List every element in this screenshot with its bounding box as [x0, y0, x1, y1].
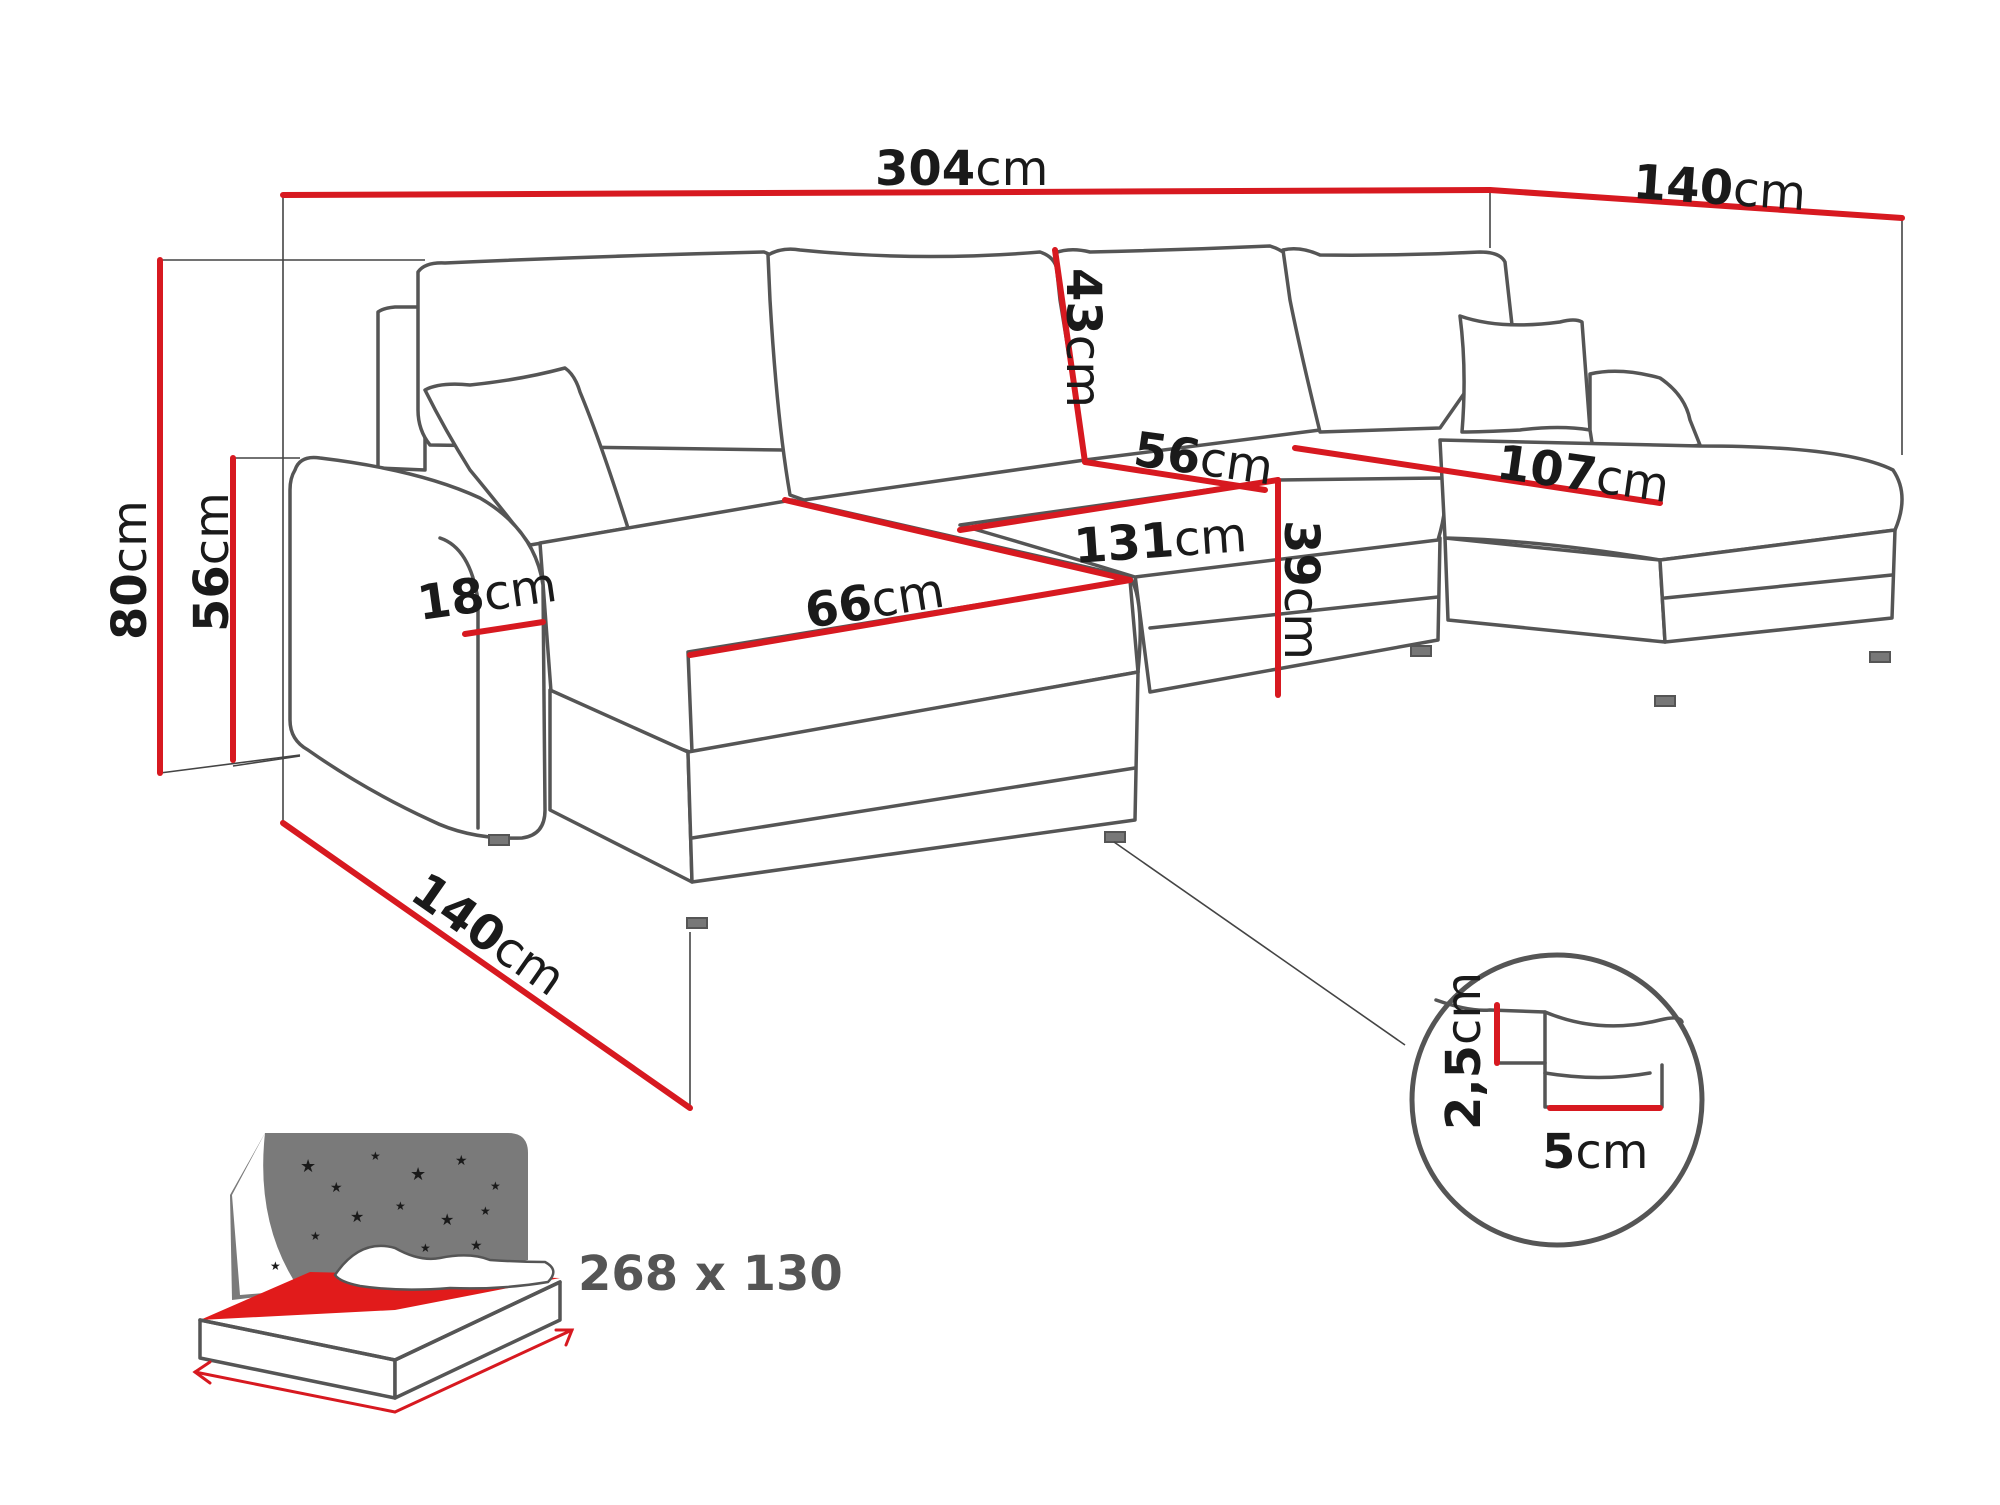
- stars-icon: ★ ★ ★ ★ ★ ★ ★ ★ ★ ★ ★ ★ ★ ★: [270, 1149, 501, 1273]
- leg: [1654, 695, 1676, 707]
- moon-icon: [232, 1133, 300, 1295]
- dim-line-107: [1292, 445, 1663, 506]
- bed-front: [198, 1318, 397, 1400]
- label-left-seat-depth: 66cm: [801, 563, 948, 640]
- svg-text:★: ★: [270, 1259, 281, 1273]
- detail-sofa-bottom: [1434, 998, 1684, 1028]
- detail-leg-curve: [1543, 1071, 1652, 1080]
- label-seat-height: 56cm: [184, 492, 240, 632]
- label-middle-seat-depth: 56cm: [1130, 421, 1276, 496]
- detail-leader-line: [1113, 841, 1406, 1046]
- label-leg-height: 2,5cm: [1436, 972, 1492, 1130]
- svg-text:★: ★: [490, 1179, 501, 1193]
- dimension-labels: 304cm 140cm 80cm 56cm 43cm 56cm 131cm 39…: [102, 141, 1808, 1007]
- leg-detail: 2,5cm 5cm: [1409, 952, 1705, 1248]
- left-armrest: [288, 455, 547, 840]
- dim-line-66: [687, 577, 1133, 658]
- label-armrest-width: 18cm: [414, 557, 560, 632]
- right-chaise-seat: [1438, 438, 1904, 562]
- leg: [1869, 651, 1891, 663]
- svg-text:★: ★: [470, 1238, 483, 1254]
- label-total-width: 304cm: [875, 141, 1048, 197]
- label-total-height: 80cm: [102, 500, 158, 640]
- svg-text:★: ★: [420, 1241, 431, 1255]
- dim-line-140-right: [1487, 187, 1905, 221]
- back-cushion-4: [1281, 247, 1514, 434]
- dim-line-43: [1052, 247, 1088, 465]
- back-cushion-2: [766, 247, 1087, 502]
- svg-text:★: ★: [300, 1156, 316, 1177]
- middle-base-seam: [1148, 595, 1440, 630]
- bed-icon: ★ ★ ★ ★ ★ ★ ★ ★ ★ ★ ★ ★ ★ ★ 268 x 130: [192, 1133, 843, 1414]
- left-chaise-seam: [690, 766, 1137, 840]
- right-chaise-arm: [1588, 369, 1702, 464]
- svg-text:★: ★: [350, 1207, 364, 1226]
- pillows-icon: [333, 1244, 555, 1291]
- svg-text:★: ★: [410, 1164, 426, 1185]
- label-middle-base-height: 39cm: [1273, 520, 1329, 660]
- double-arrow-icon: [192, 1328, 575, 1414]
- dim-line-18: [462, 619, 546, 637]
- svg-text:★: ★: [455, 1153, 468, 1169]
- sofa-drawing: [288, 244, 1904, 929]
- right-chaise-seam: [1663, 573, 1894, 600]
- label-backrest-height: 43cm: [1055, 268, 1111, 408]
- extension-lines: [159, 190, 1903, 1108]
- svg-text:★: ★: [440, 1210, 454, 1229]
- label-left-depth: 140cm: [401, 862, 575, 1007]
- right-throw-pillow: [1458, 314, 1592, 434]
- left-throw-pillow: [423, 366, 630, 547]
- leg: [1104, 831, 1126, 843]
- label-right-depth: 140cm: [1631, 154, 1808, 222]
- svg-text:★: ★: [395, 1199, 406, 1213]
- dimension-lines: [157, 187, 1905, 1111]
- label-right-seat-depth: 107cm: [1493, 434, 1672, 514]
- svg-text:★: ★: [370, 1149, 381, 1163]
- svg-text:★: ★: [480, 1204, 491, 1218]
- label-leg-width: 5cm: [1542, 1124, 1649, 1180]
- leg: [488, 834, 510, 846]
- dim-line-140-left: [280, 820, 693, 1111]
- svg-text:★: ★: [310, 1229, 321, 1243]
- leg: [686, 917, 708, 929]
- dim-line-304: [280, 187, 1493, 198]
- dim-line-131: [957, 477, 1281, 533]
- svg-text:★: ★: [330, 1180, 343, 1196]
- bed-size-label: 268 x 130: [578, 1246, 843, 1302]
- left-armrest-face: [438, 536, 480, 830]
- detail-circle: [1409, 952, 1705, 1248]
- dim-line-seat-edge: [782, 497, 1133, 583]
- leg: [1410, 645, 1432, 657]
- bed-top-edge: [198, 1280, 562, 1362]
- label-middle-seat-width: 131cm: [1072, 507, 1249, 575]
